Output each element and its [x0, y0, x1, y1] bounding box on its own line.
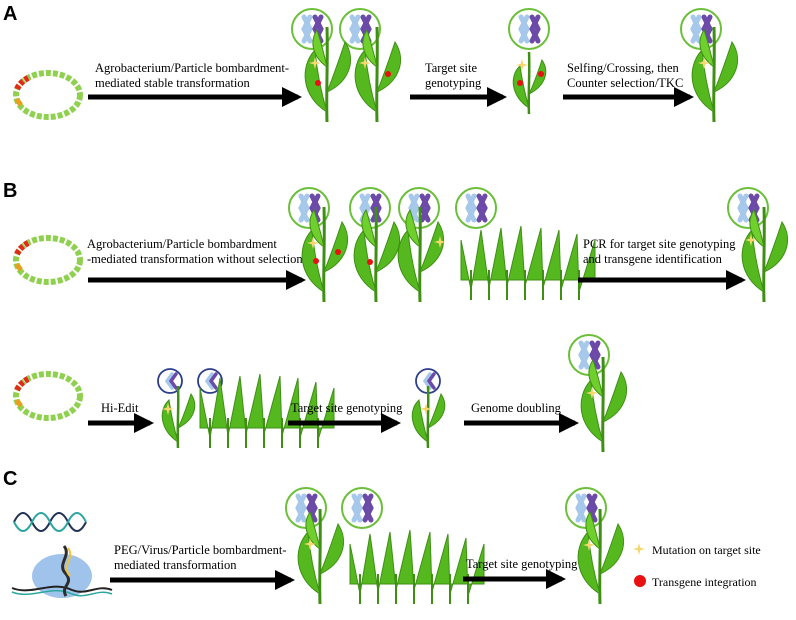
step-label-a1-line2: mediated stable transformation — [95, 76, 251, 90]
legend-transgene-icon — [634, 575, 646, 587]
dna-helix-icon — [13, 512, 87, 532]
transgene-dot-a4 — [538, 71, 544, 77]
step-label-a2-line2: genotyping — [425, 76, 482, 90]
step-label-c2: Target site genotyping — [466, 557, 578, 571]
plasmid-icon-a — [16, 73, 80, 117]
plant-field-c1 — [349, 529, 485, 605]
step-label-b1-line2: -mediated transformation without selecti… — [87, 252, 303, 266]
chromosome-bubble-b4 — [456, 188, 496, 228]
step-label-b4: Target site genotyping — [291, 401, 403, 415]
transgene-dot-b1 — [313, 258, 319, 264]
legend-transgene-label: Transgene integration — [652, 575, 757, 589]
step-label-c1-line1: PEG/Virus/Particle bombardment- — [114, 543, 286, 557]
step-label-a3-line2: Counter selection/TKC — [567, 76, 683, 90]
panel-label-b: B — [3, 180, 17, 202]
step-label-a2-line1: Target site — [425, 61, 477, 75]
plasmid-icon-b2 — [16, 374, 80, 418]
transgene-dot-a2 — [385, 71, 391, 77]
legend-mutation-icon — [633, 543, 645, 555]
panel-label-a: A — [3, 3, 17, 25]
plant-field-b1 — [460, 225, 596, 301]
chromosome-bubble-c2 — [342, 488, 382, 528]
step-label-b2-line1: PCR for target site genotyping — [583, 237, 736, 251]
step-label-c1-line2: mediated transformation — [114, 558, 237, 572]
step-label-a1-line1: Agrobacterium/Particle bombardment- — [95, 61, 289, 75]
ribonucleoprotein-icon — [10, 544, 114, 600]
chromosome-bubble-b5 — [728, 188, 768, 228]
step-label-a3-line1: Selfing/Crossing, then — [567, 61, 680, 75]
chromosome-bubble-a3 — [509, 9, 549, 49]
mutation-star-b5 — [420, 403, 432, 415]
plant-b6 — [410, 384, 447, 450]
step-label-b5: Genome doubling — [471, 401, 562, 415]
legend-mutation-label: Mutation on target site — [652, 543, 761, 557]
step-label-b2-line2: and transgene identification — [583, 252, 723, 266]
plasmid-icon-b1 — [16, 238, 80, 282]
transgene-dot-a3 — [517, 80, 523, 86]
step-label-b1-line1: Agrobacterium/Particle bombardment — [87, 237, 277, 251]
panel-label-c: C — [3, 468, 17, 490]
transgene-dot-a1 — [315, 80, 321, 86]
transgene-dot-b2 — [335, 249, 341, 255]
plant-b5 — [160, 384, 197, 450]
transgene-dot-b3 — [367, 259, 373, 265]
step-label-b3: Hi-Edit — [101, 401, 139, 415]
